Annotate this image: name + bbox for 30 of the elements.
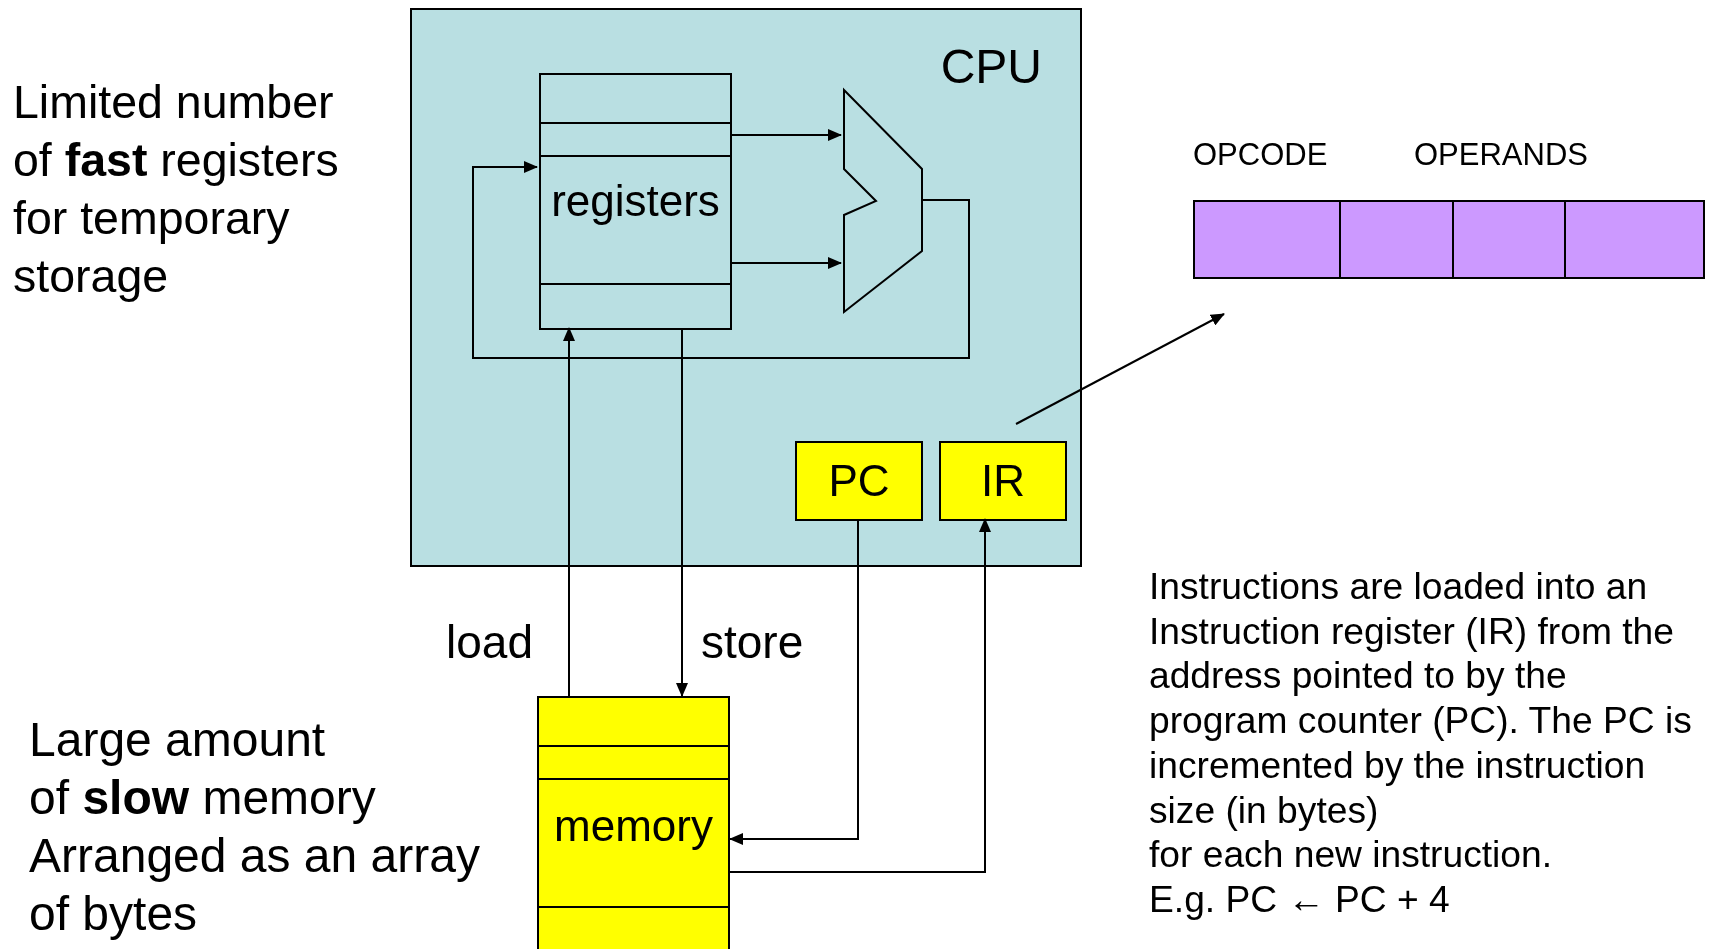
annotation-text: E.g. PC ← PC + 4 bbox=[1149, 877, 1450, 922]
register-label: IR bbox=[981, 456, 1025, 506]
pc-register bbox=[795, 441, 923, 521]
annotation-text: Large amount of slow memory bbox=[29, 712, 377, 826]
field-label: OPCODE bbox=[1193, 136, 1328, 173]
alu-symbol bbox=[843, 89, 923, 313]
annotation-text: for each new instruction. bbox=[1149, 832, 1553, 877]
arrow bbox=[729, 518, 859, 845]
block-title: CPU bbox=[940, 39, 1042, 95]
arrow bbox=[563, 327, 575, 697]
block-label: memory bbox=[553, 800, 714, 852]
edge-label: load bbox=[446, 615, 533, 670]
annotation-text: Arranged as an array of bytes bbox=[29, 828, 481, 942]
register-label: PC bbox=[828, 456, 890, 506]
ir-register bbox=[939, 441, 1067, 521]
annotation-text: Instructions are loaded into an Instruction register (IR) from the address pointed to by the program counter (PC). The PC is incremented by the instruction size (in bytes) bbox=[1149, 564, 1693, 833]
arrow bbox=[729, 129, 842, 141]
cpu-block bbox=[410, 8, 1082, 567]
annotation-text: Limited number of fast registers for temporary storage bbox=[13, 75, 340, 304]
arrow bbox=[729, 257, 842, 269]
arrow bbox=[1015, 313, 1225, 425]
block-label: registers bbox=[550, 175, 721, 227]
register-file bbox=[539, 73, 732, 330]
instruction-format-bar bbox=[1193, 200, 1705, 279]
arrow bbox=[729, 518, 991, 873]
edge-label: store bbox=[701, 615, 804, 670]
arrow bbox=[472, 161, 970, 359]
arrow bbox=[676, 327, 688, 697]
memory-array bbox=[537, 696, 730, 949]
field-label: OPERANDS bbox=[1414, 136, 1588, 173]
